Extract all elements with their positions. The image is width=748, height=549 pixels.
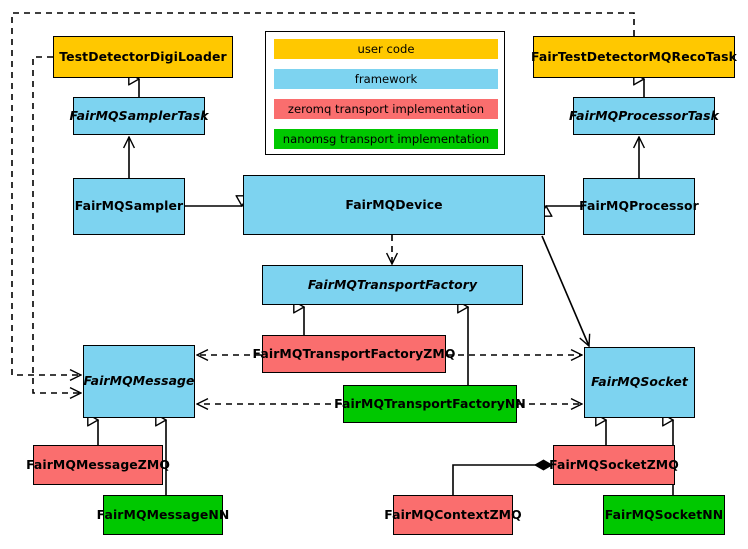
class-node-fairmqmessagenn[interactable]: FairMQMessageNN [97, 495, 229, 535]
class-node-testdetectordigiloader[interactable]: TestDetectorDigiLoader [53, 36, 233, 78]
class-node-fairmqdevice[interactable]: FairMQDevice [243, 175, 545, 235]
class-node-fairmqprocessor[interactable]: FairMQProcessor [579, 178, 699, 235]
legend-label-user-code: user code [357, 42, 415, 56]
legend-item-user-code: user code [274, 39, 498, 59]
legend-item-framework: framework [274, 69, 498, 89]
class-node-fairmqsocketnn[interactable]: FairMQSocketNN [603, 495, 725, 535]
legend-panel: user code framework zeromq transport imp… [265, 31, 505, 155]
class-node-fairmqcontextzmq[interactable]: FairMQContextZMQ [384, 495, 522, 535]
edge-contextzmq-socketzmq [452, 465, 552, 495]
legend-item-nanomsg: nanomsg transport implementation [274, 129, 498, 149]
class-node-fairmqtransportfactorynn[interactable]: FairMQTransportFactoryNN [334, 385, 526, 423]
class-node-fairtestdetectormqrecotask[interactable]: FairTestDetectorMQRecoTask [531, 36, 737, 78]
legend-item-zeromq: zeromq transport implementation [274, 99, 498, 119]
class-node-fairmqsamplertask[interactable]: FairMQSamplerTask [69, 97, 208, 135]
legend-label-nanomsg: nanomsg transport implementation [282, 132, 490, 146]
legend-label-zeromq: zeromq transport implementation [287, 102, 485, 116]
class-node-fairmqmessage[interactable]: FairMQMessage [83, 345, 195, 418]
class-node-fairmqsampler[interactable]: FairMQSampler [73, 178, 185, 235]
class-node-fairmqprocessortask[interactable]: FairMQProcessorTask [569, 97, 719, 135]
class-node-fairmqsocketzmq[interactable]: FairMQSocketZMQ [549, 445, 679, 485]
class-node-fairmqtransportfactoryzmq[interactable]: FairMQTransportFactoryZMQ [253, 335, 455, 373]
class-node-fairmqtransportfactory[interactable]: FairMQTransportFactory [262, 265, 523, 305]
edge-device-socket [541, 235, 589, 346]
class-node-fairmqmessagezmq[interactable]: FairMQMessageZMQ [26, 445, 170, 485]
class-node-fairmqsocket[interactable]: FairMQSocket [584, 347, 695, 418]
legend-label-framework: framework [354, 72, 418, 86]
